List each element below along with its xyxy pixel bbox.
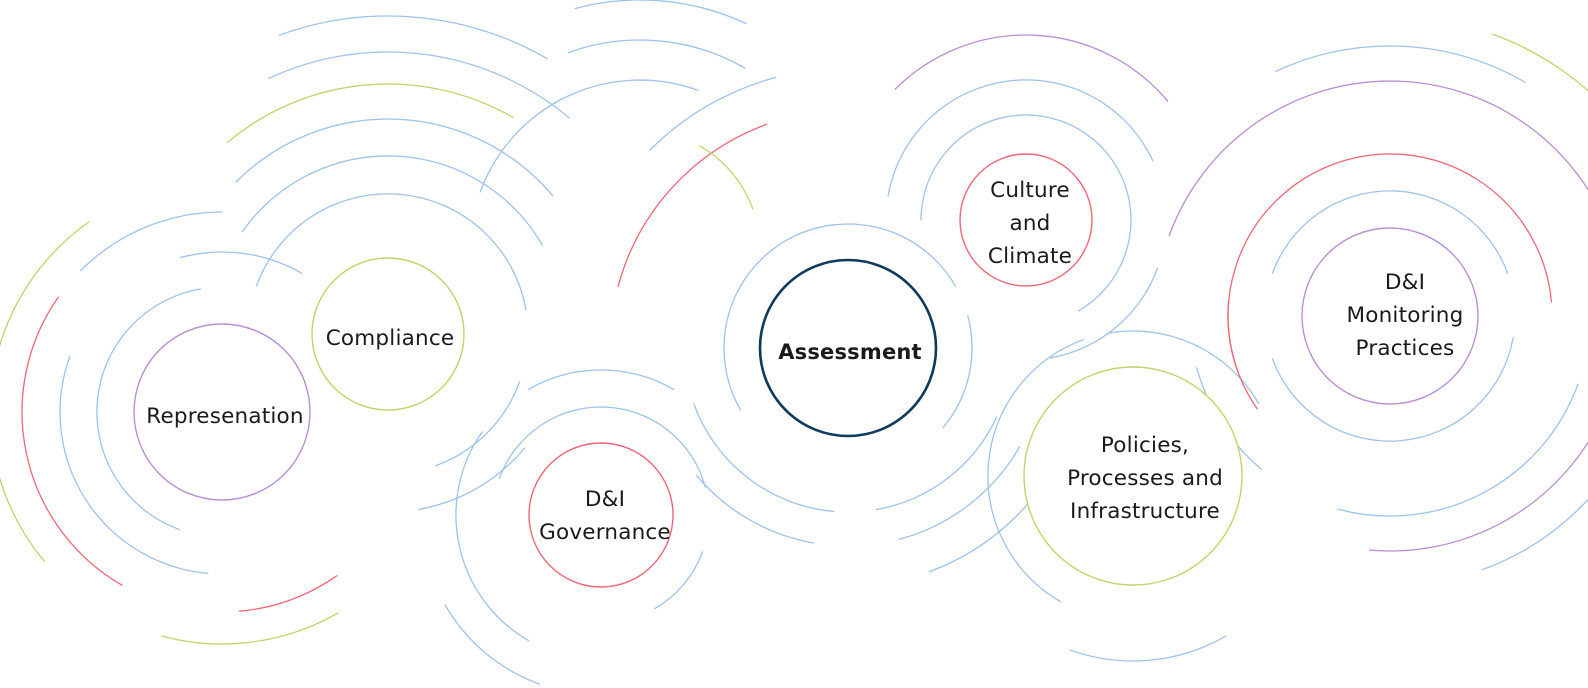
assessment-text: Assessment bbox=[778, 340, 922, 364]
decorative-arc bbox=[444, 604, 541, 685]
decorative-arc bbox=[928, 500, 1031, 573]
policies-line-2: Processes and bbox=[1067, 466, 1223, 491]
decorative-arc bbox=[241, 155, 543, 246]
decorative-arc bbox=[654, 551, 704, 610]
governance-label: D&I Governance bbox=[530, 483, 680, 549]
decorative-arc bbox=[920, 114, 1132, 312]
monitoring-label: D&I Monitoring Practices bbox=[1320, 266, 1490, 365]
decorative-arc bbox=[887, 79, 1154, 197]
decorative-arc bbox=[0, 221, 90, 562]
governance-line-2: Governance bbox=[539, 520, 671, 545]
decorative-arc bbox=[987, 339, 1085, 603]
culture-line-1: Culture bbox=[990, 178, 1070, 203]
decorative-arc bbox=[255, 193, 527, 311]
decorative-arc bbox=[898, 446, 1021, 540]
decorative-arc bbox=[179, 251, 303, 275]
decorative-arc bbox=[695, 474, 815, 544]
decorative-arc bbox=[79, 211, 223, 272]
decorative-arc bbox=[723, 223, 957, 411]
decorative-arc bbox=[498, 406, 706, 488]
decorative-arc bbox=[1168, 80, 1588, 237]
decorative-arc bbox=[59, 355, 209, 575]
decorative-arc bbox=[574, 0, 747, 25]
decorative-arc bbox=[479, 79, 699, 193]
representation-label: Represenation bbox=[130, 400, 320, 433]
policies-line-1: Policies, bbox=[1100, 433, 1190, 458]
governance-line-1: D&I bbox=[584, 487, 626, 512]
policies-label: Policies, Processes and Infrastructure bbox=[1040, 429, 1250, 528]
policies-circle bbox=[1023, 366, 1243, 586]
decorative-arc bbox=[1049, 267, 1159, 359]
policies-line-3: Infrastructure bbox=[1070, 499, 1220, 524]
monitoring-line-3: Practices bbox=[1355, 336, 1455, 361]
decorative-arc bbox=[894, 34, 1169, 102]
decorative-arc bbox=[418, 447, 526, 510]
decorative-arc bbox=[1069, 635, 1227, 662]
compliance-circle bbox=[311, 257, 465, 411]
decorative-arc bbox=[278, 15, 548, 60]
decorative-arc bbox=[226, 83, 514, 144]
compliance-text: Compliance bbox=[325, 326, 455, 351]
monitoring-line-2: Monitoring bbox=[1346, 303, 1464, 328]
decorative-arc bbox=[693, 403, 835, 513]
culture-circle bbox=[959, 153, 1093, 287]
decorative-arc bbox=[942, 315, 973, 429]
assessment-circle bbox=[758, 258, 938, 438]
monitoring-circle bbox=[1301, 227, 1479, 405]
decorative-arc bbox=[567, 39, 746, 69]
decorative-arc bbox=[21, 296, 123, 586]
decorative-arc bbox=[875, 416, 998, 511]
decorative-arc bbox=[1275, 45, 1526, 83]
decorative-arc bbox=[1271, 337, 1514, 442]
decorative-arc bbox=[699, 145, 754, 210]
decorative-arc bbox=[235, 118, 554, 197]
decorative-arc bbox=[1227, 301, 1239, 373]
decorative-arc bbox=[161, 612, 339, 645]
decorative-arc bbox=[238, 575, 338, 612]
decorative-arc bbox=[435, 381, 521, 467]
decorative-arc bbox=[1107, 330, 1260, 405]
representation-circle bbox=[133, 323, 311, 501]
assessment-label: Assessment bbox=[760, 336, 940, 369]
decorative-arc bbox=[527, 369, 675, 391]
compliance-label: Compliance bbox=[310, 322, 470, 355]
decorative-arc bbox=[617, 123, 768, 288]
decorative-arc bbox=[1491, 33, 1588, 92]
monitoring-line-1: D&I bbox=[1384, 270, 1426, 295]
decorative-arc bbox=[268, 51, 570, 119]
governance-circle bbox=[528, 442, 674, 588]
culture-line-3: Climate bbox=[987, 244, 1073, 269]
decorative-arc bbox=[455, 431, 530, 642]
decorative-arc bbox=[1481, 498, 1588, 571]
culture-line-2: and bbox=[1009, 211, 1051, 236]
decorative-arc bbox=[649, 76, 777, 151]
decorative-arc bbox=[1368, 441, 1588, 552]
decorative-arc bbox=[1271, 190, 1509, 274]
decorative-arc bbox=[96, 288, 201, 531]
decorative-arc bbox=[1337, 383, 1579, 517]
representation-text: Represenation bbox=[146, 404, 304, 429]
culture-label: Culture and Climate bbox=[965, 174, 1095, 273]
